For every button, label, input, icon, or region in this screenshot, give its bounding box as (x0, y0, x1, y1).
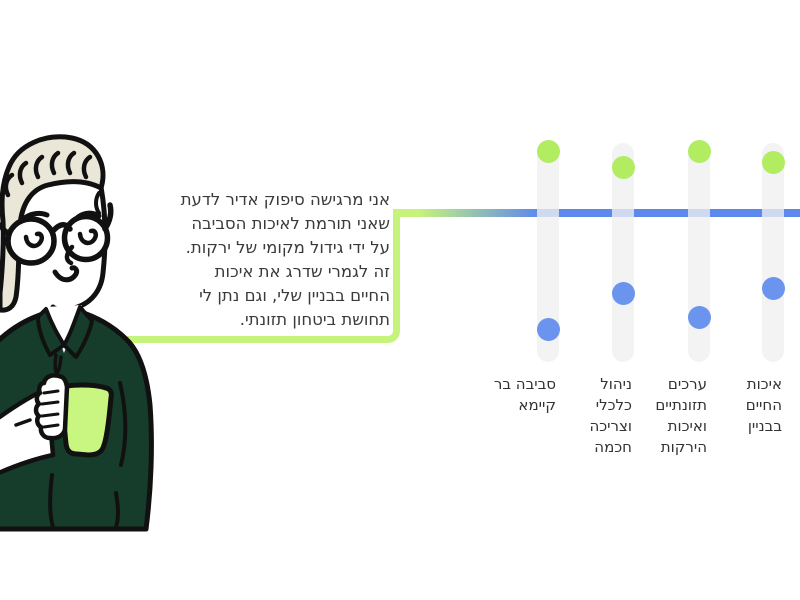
slider-track-group (761, 140, 785, 365)
finger-lines (40, 389, 60, 429)
hair-curls (3, 150, 93, 198)
blue-dot[interactable] (536, 317, 560, 341)
blue-dot[interactable] (687, 306, 711, 330)
face (10, 170, 104, 310)
sweater-creases (48, 381, 128, 529)
slider-label: ערכים תזונתיים ואיכות הירקות (655, 375, 707, 456)
blue-dot[interactable] (611, 281, 635, 305)
slider-label: סביבה בר קיימא (493, 375, 556, 414)
green-dot[interactable] (761, 151, 785, 174)
green-dot[interactable] (611, 155, 635, 179)
glasses (0, 202, 114, 266)
slider-track (612, 143, 634, 362)
collar-left-lapel (36, 307, 66, 357)
hair (0, 134, 106, 313)
mug (60, 382, 114, 458)
eyebrows (19, 210, 102, 223)
collar-right-lapel (62, 305, 94, 359)
slider-track (688, 143, 710, 362)
quote-text: אני מרגישה סיפוק אדיר לדעת שאני תורמת לא… (180, 190, 390, 329)
slider-track-group (611, 140, 635, 365)
mouth (52, 265, 80, 283)
eyes (23, 228, 99, 249)
speech-bubble-border (110, 209, 400, 343)
green-dot[interactable] (687, 139, 711, 163)
slider-track-group (687, 139, 711, 365)
slider-label: איכות החיים בבניין (745, 375, 782, 435)
collar-opening (46, 305, 82, 353)
connector-gradient-line (393, 209, 800, 217)
nose (64, 244, 75, 266)
slider-track (762, 143, 784, 362)
drawstring (53, 353, 63, 375)
blue-dot[interactable] (761, 277, 785, 300)
green-dot[interactable] (536, 139, 560, 163)
slider-label: ניהול כלכלי וצריכה חכמה (589, 375, 632, 456)
arm-crease (14, 418, 32, 427)
hand (33, 373, 70, 441)
slider-track (537, 143, 559, 362)
slider-track-group (536, 139, 560, 365)
woman-illustration (0, 134, 154, 532)
